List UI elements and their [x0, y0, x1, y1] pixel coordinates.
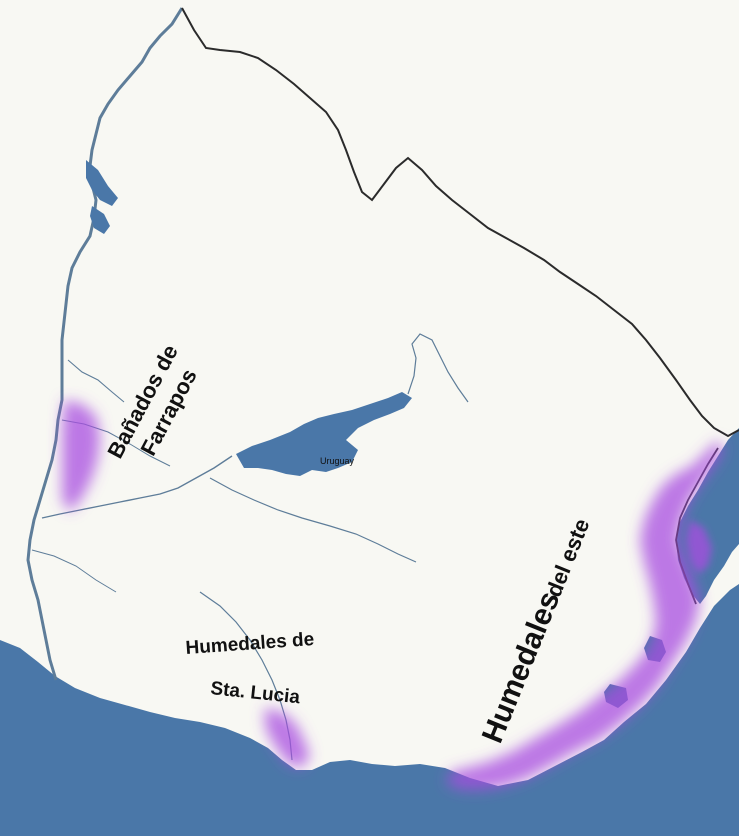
wetland-este-interior	[686, 520, 712, 574]
wetland-santa-lucia	[264, 708, 310, 768]
rio-yi-river	[209, 477, 417, 563]
brazil-border-line	[181, 7, 739, 438]
salto-grande-reservoir	[86, 160, 118, 206]
rio-cuareim-river	[67, 359, 125, 403]
rio-uruguay-widening	[90, 206, 110, 234]
rio-tacuarembo-river	[407, 333, 469, 403]
arroyo-river	[31, 549, 117, 593]
label-uruguay: Uruguay	[320, 456, 355, 466]
wetland-este	[446, 440, 724, 790]
rio-negro-river	[41, 455, 233, 519]
rio-uruguay-river	[26, 7, 184, 681]
rio-de-la-plata-water	[0, 584, 739, 836]
rio-negro-reservoir	[236, 392, 412, 476]
wetland-farrapos	[62, 400, 100, 512]
